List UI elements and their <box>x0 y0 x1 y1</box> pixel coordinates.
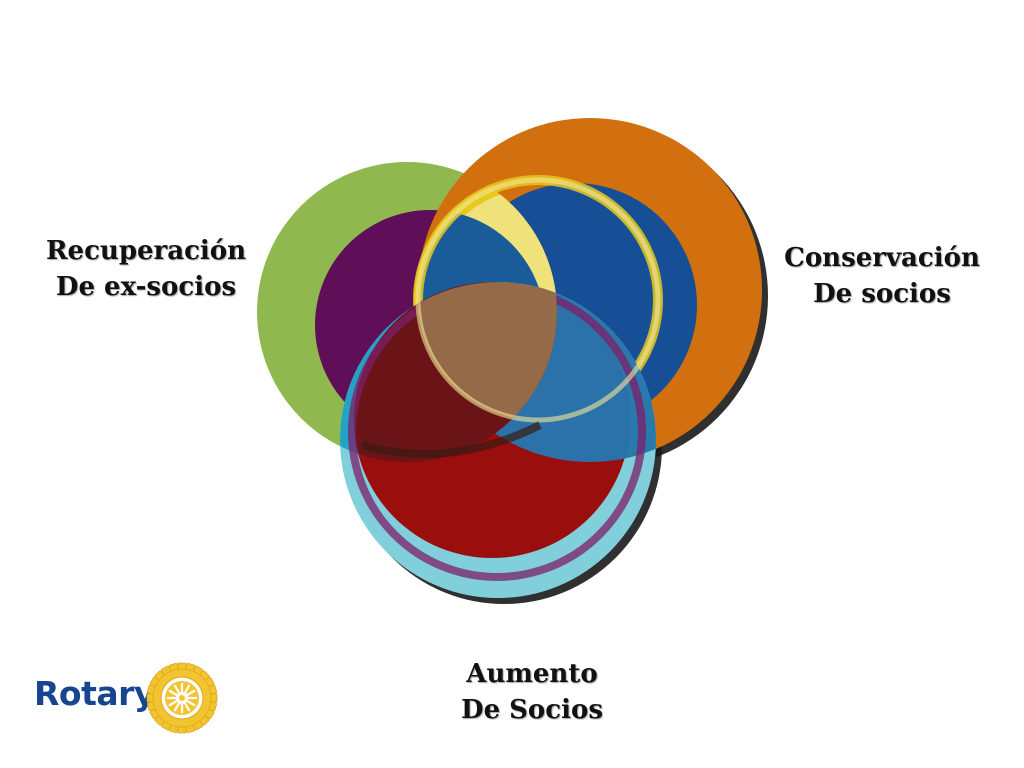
label-conservacion-line2: De socios <box>813 279 951 309</box>
label-aumento: Aumento De Socios <box>422 656 642 728</box>
label-conservacion-line1: Conservación <box>784 243 980 273</box>
rotary-wheel-icon <box>146 662 218 734</box>
rotary-logo: Rotary <box>34 662 224 734</box>
label-conservacion: Conservación De socios <box>772 240 992 312</box>
label-aumento-line2: De Socios <box>461 695 603 725</box>
label-recuperacion-line2: De ex-socios <box>55 272 237 302</box>
label-recuperacion-line1: Recuperación <box>45 236 247 266</box>
red-green-overlap <box>354 282 557 462</box>
yellow-ring-highlight <box>415 177 661 423</box>
overlap-shadow-arc <box>360 421 542 458</box>
rotary-wordmark: Rotary <box>34 674 155 713</box>
label-recuperacion: Recuperación De ex-socios <box>36 233 256 305</box>
label-aumento-line1: Aumento <box>466 659 598 689</box>
